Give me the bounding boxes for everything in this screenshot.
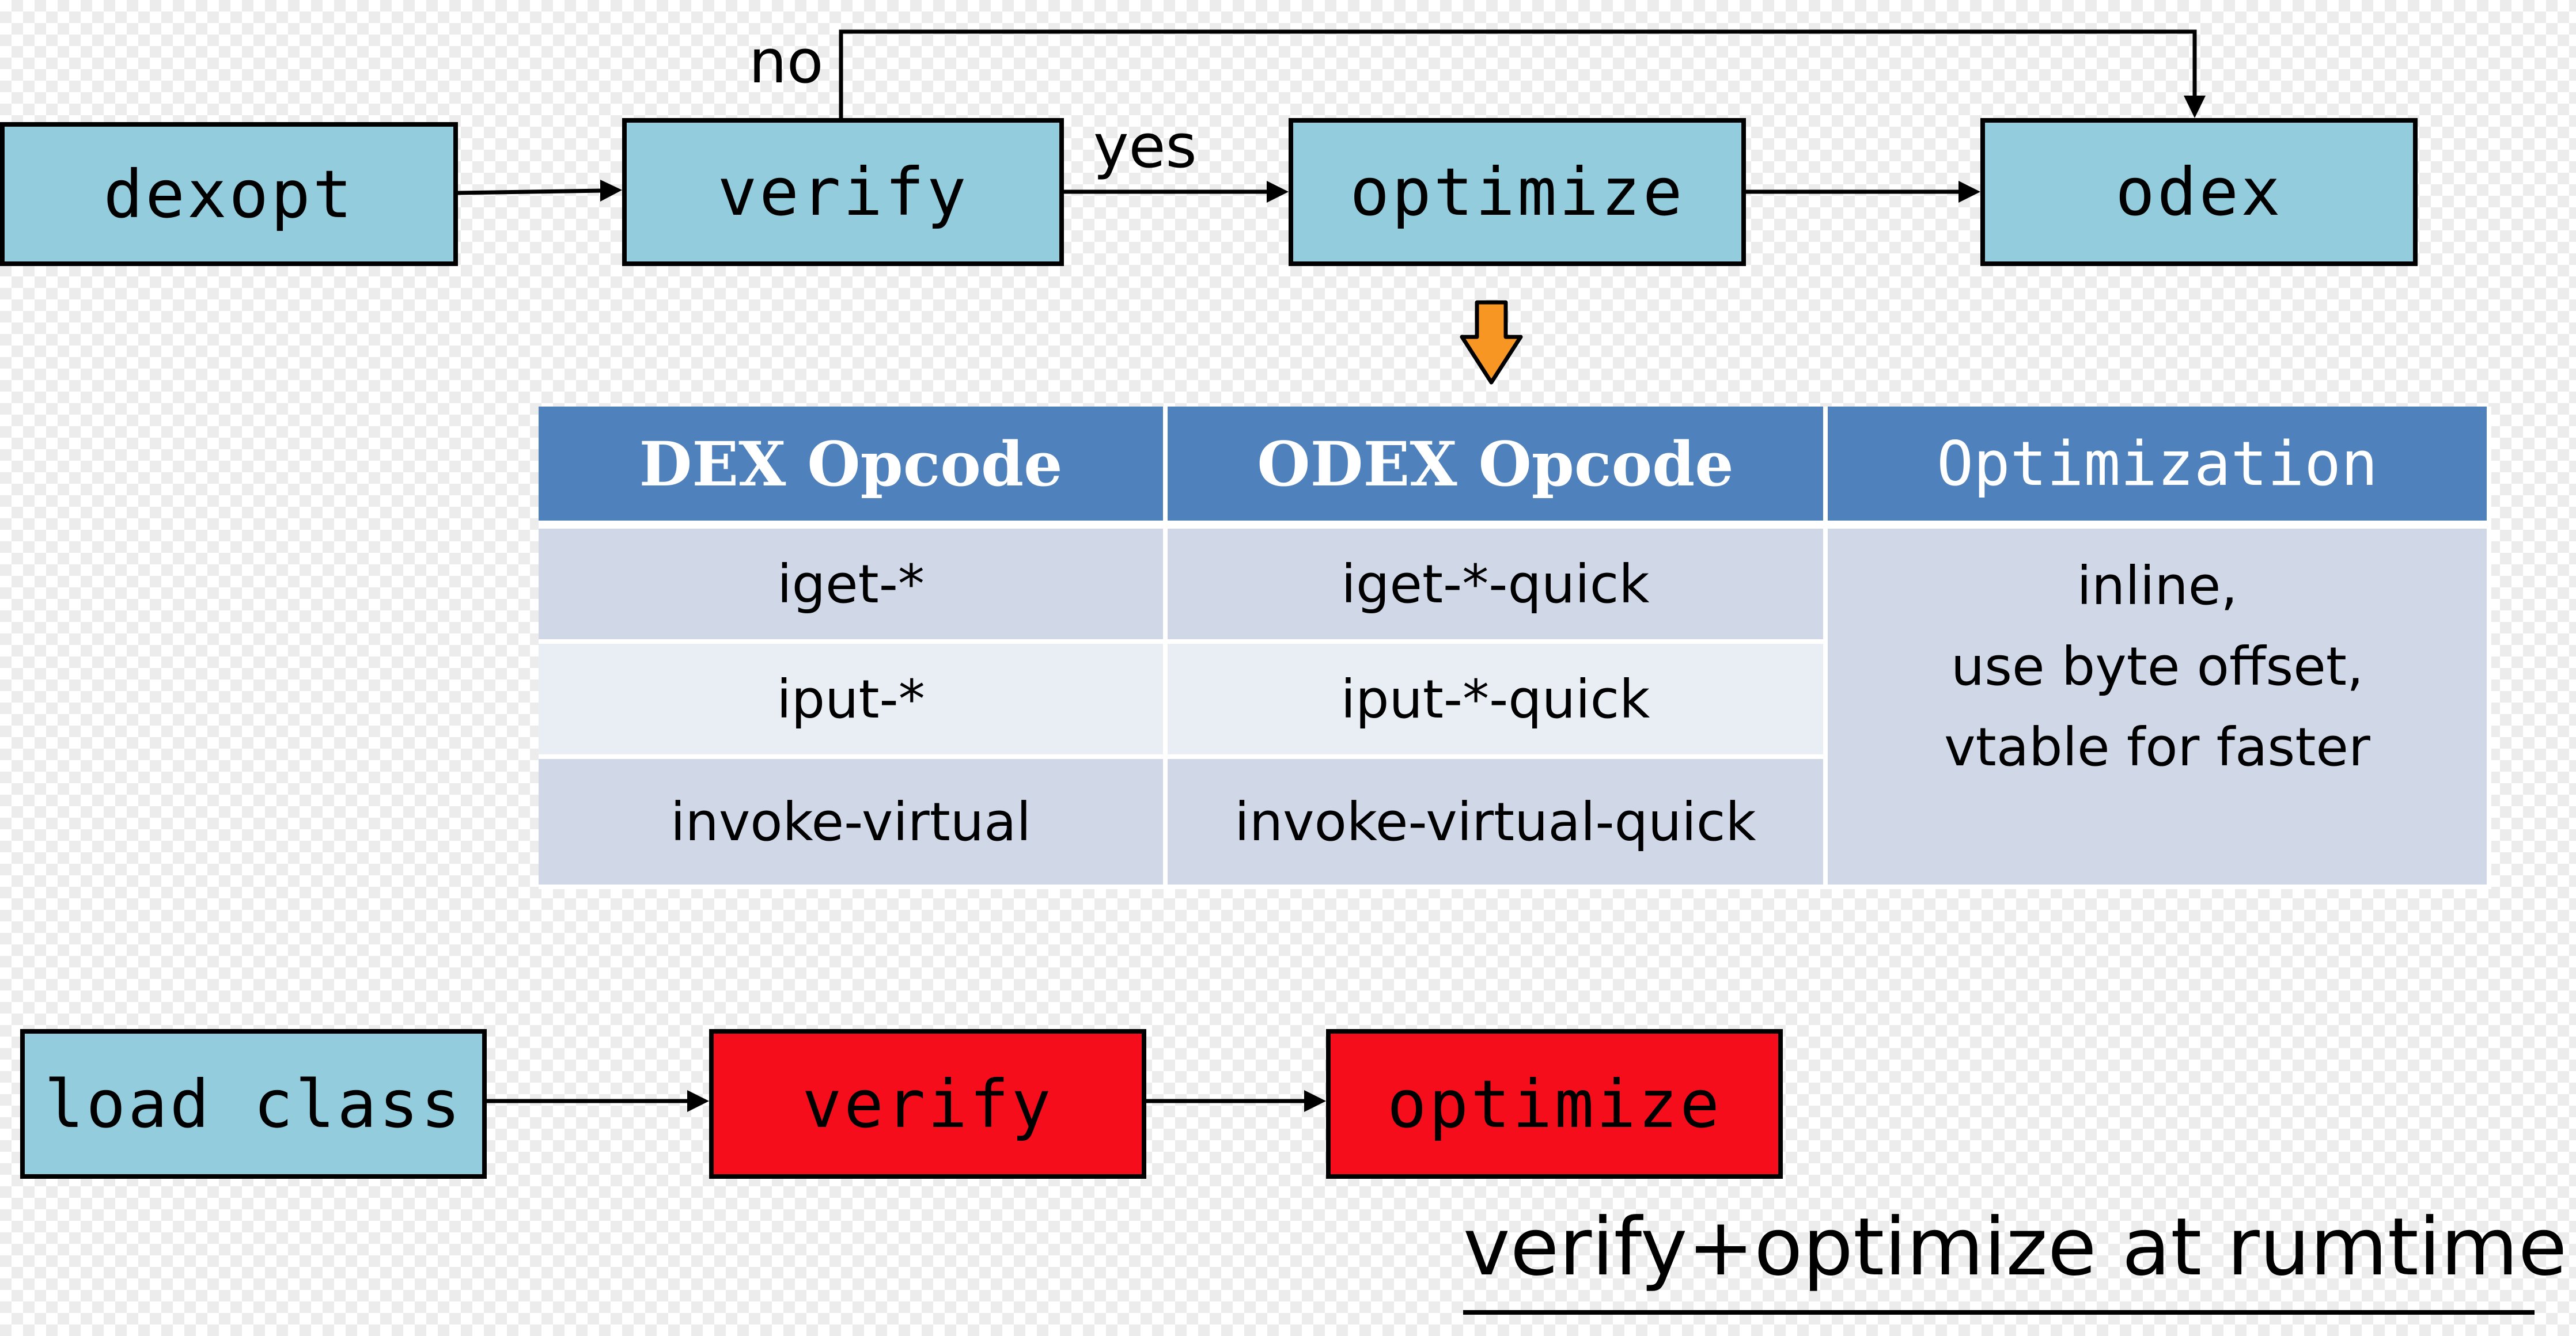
arrowhead-no xyxy=(2184,96,2206,118)
verify-label: verify xyxy=(717,154,969,230)
table-cell-dex-0: iget-* xyxy=(539,529,1168,644)
arrowhead-verify xyxy=(600,180,622,202)
table-cell-odex-0: iget-*-quick xyxy=(1168,529,1828,644)
runtime-verify-box: verify xyxy=(709,1029,1146,1179)
arrow-dexopt-verify xyxy=(457,188,604,195)
optimize-label: optimize xyxy=(1350,154,1685,230)
table-cell-odex-1: iput-*-quick xyxy=(1168,644,1828,759)
caption-text: verify+optimize at rumtime xyxy=(1463,1201,2567,1293)
runtime-verify-label: verify xyxy=(802,1065,1054,1143)
load-class-box: load class xyxy=(20,1029,487,1179)
header-odex-opcode: ODEX Opcode xyxy=(1168,407,1828,529)
optimization-line-1: inline, xyxy=(2077,555,2238,617)
optimize-box: optimize xyxy=(1289,118,1746,266)
arrow-no-path xyxy=(839,29,2197,118)
arrowhead-bottom-verify xyxy=(687,1090,709,1112)
opcode-table: DEX Opcode ODEX Opcode Optimization iget… xyxy=(539,407,2491,889)
load-class-label: load class xyxy=(44,1065,463,1143)
optimization-line-3: vtable for faster xyxy=(1944,716,2370,778)
header-dex-opcode: DEX Opcode xyxy=(539,407,1168,529)
verify-box: verify xyxy=(622,118,1064,266)
table-cell-odex-2: invoke-virtual-quick xyxy=(1168,759,1828,889)
arrowhead-bottom-optimize xyxy=(1304,1090,1326,1112)
arrowhead-optimize xyxy=(1267,181,1289,203)
runtime-optimize-box: optimize xyxy=(1326,1029,1783,1179)
optimization-cell: inline, use byte offset, vtable for fast… xyxy=(1828,529,2491,889)
table-cell-dex-1: iput-* xyxy=(539,644,1168,759)
dexopt-box: dexopt xyxy=(0,122,458,266)
odex-box: odex xyxy=(1980,118,2418,266)
yes-label: yes xyxy=(1093,111,1197,181)
odex-label: odex xyxy=(2115,154,2283,230)
caption-underline xyxy=(1463,1310,2535,1315)
optimization-line-2: use byte offset, xyxy=(1950,636,2364,697)
down-arrow-icon xyxy=(1460,300,1523,385)
no-label: no xyxy=(749,26,824,97)
header-optimization: Optimization xyxy=(1828,407,2491,529)
table-cell-dex-2: invoke-virtual xyxy=(539,759,1168,889)
runtime-caption: verify+optimize at rumtime xyxy=(1463,1201,2567,1316)
runtime-optimize-label: optimize xyxy=(1387,1065,1722,1143)
dexopt-label: dexopt xyxy=(103,155,355,233)
arrowhead-odex xyxy=(1958,181,1980,203)
